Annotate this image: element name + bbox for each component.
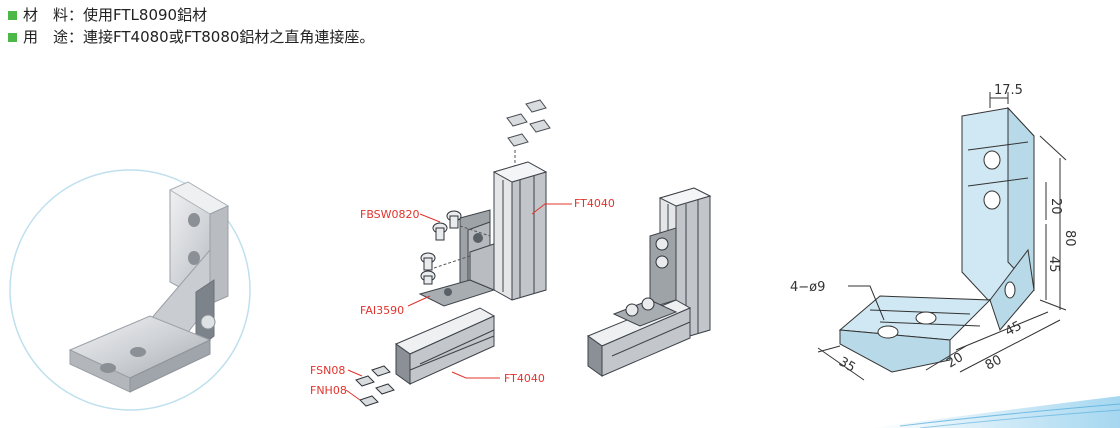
spec-list: 材 料： 使用FTL8090鋁材 用 途： 連接FT4080或FT8080鋁材之… [8, 4, 374, 48]
material-label: 材 料： [23, 6, 84, 24]
spec-material: 材 料： 使用FTL8090鋁材 [8, 4, 374, 26]
spec-usage: 用 途： 連接FT4080或FT8080鋁材之直角連接座。 [8, 26, 374, 48]
exploded-assembly: FT4040 FBSW0820 FAI3590 FSN08 FNH08 FT40… [310, 99, 615, 407]
dim-hole-callout: 4−ø9 [790, 280, 825, 295]
dimension-drawing: 17.5 20 80 45 4−ø9 35 20 45 80 [790, 83, 1077, 381]
material-value: 使用FTL8090鋁材 [83, 6, 208, 24]
label-fbsw0820: FBSW0820 [360, 208, 420, 221]
bullet-icon [8, 10, 17, 20]
usage-label: 用 途： [23, 28, 84, 46]
dim-80-vertical: 80 [1062, 230, 1077, 247]
decorative-swoosh [870, 396, 1120, 428]
label-fnh08: FNH08 [310, 384, 347, 397]
label-ft4040-bottom: FT4040 [504, 372, 545, 385]
dim-20-vertical: 20 [1048, 198, 1063, 215]
dim-20-horizontal: 20 [944, 350, 966, 371]
dim-35: 35 [836, 354, 858, 375]
label-fsn08: FSN08 [310, 364, 345, 377]
bracket-photo [9, 169, 251, 411]
dim-80-horizontal: 80 [983, 353, 1005, 374]
label-ft4040-top: FT4040 [574, 197, 615, 210]
dim-45-vertical: 45 [1046, 256, 1061, 273]
assembled-view [586, 187, 712, 377]
dim-45-horizontal: 45 [1003, 319, 1025, 340]
bullet-icon [8, 32, 17, 42]
dim-17-5: 17.5 [994, 83, 1023, 98]
label-fai3590: FAI3590 [360, 304, 404, 317]
usage-value: 連接FT4080或FT8080鋁材之直角連接座。 [83, 28, 375, 46]
